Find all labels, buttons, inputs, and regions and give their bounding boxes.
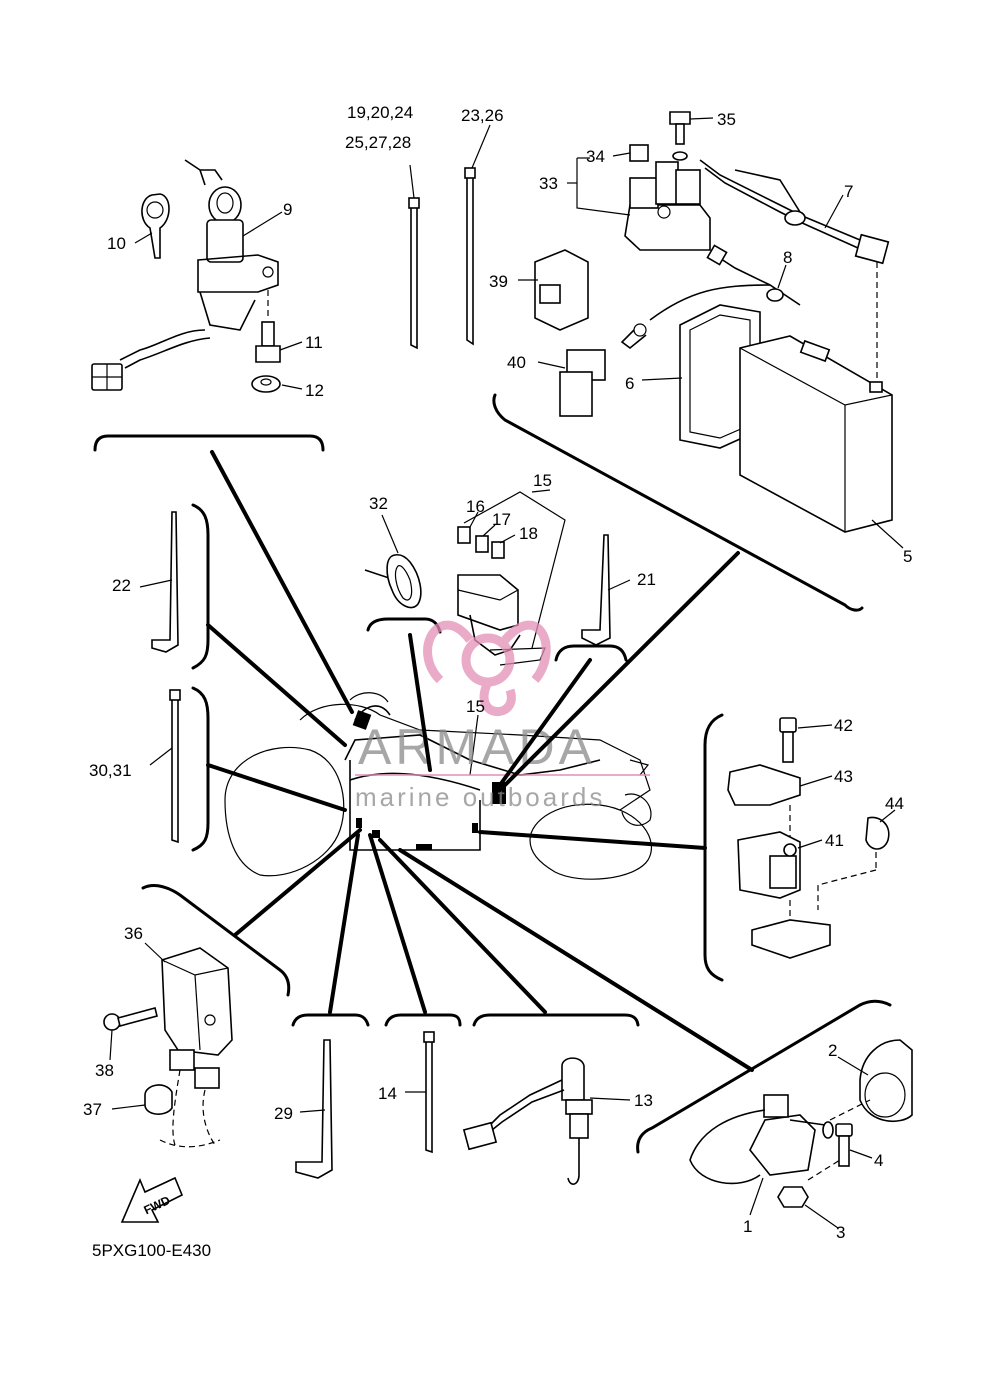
watermark-tagline: marine outboards xyxy=(355,782,605,812)
callout-36: 36 xyxy=(124,924,143,943)
bolt-11 xyxy=(255,321,281,363)
callout-15-top: 15 xyxy=(533,471,552,490)
callout-30: 30,31 xyxy=(89,761,132,780)
callout-17: 17 xyxy=(492,510,511,529)
leader-lines xyxy=(206,450,754,1072)
relay-40 xyxy=(559,349,606,417)
callout-41: 41 xyxy=(825,831,844,850)
callout-37: 37 xyxy=(83,1100,102,1119)
relay-39 xyxy=(534,249,589,331)
clip-32 xyxy=(364,514,442,634)
callout-32: 32 xyxy=(369,494,388,513)
callout-15-mid: 15 xyxy=(466,697,485,716)
vehicle-outline xyxy=(224,692,653,880)
callout-12: 12 xyxy=(305,381,324,400)
callout-21: 21 xyxy=(637,570,656,589)
callout-8: 8 xyxy=(783,248,792,267)
callout-33: 33 xyxy=(539,174,558,193)
callout-35: 35 xyxy=(717,110,736,129)
battery-group xyxy=(492,111,904,612)
cdi-unit-36 xyxy=(103,884,291,1148)
cable-tie-23 xyxy=(464,124,491,346)
cable-tie-22 xyxy=(139,503,210,670)
cable-tie-30 xyxy=(149,686,210,852)
grommet-12 xyxy=(251,375,281,393)
key-10 xyxy=(141,193,170,259)
callout-42: 42 xyxy=(834,716,853,735)
callout-44: 44 xyxy=(885,794,904,813)
callout-2: 2 xyxy=(828,1041,837,1060)
callout-34: 34 xyxy=(586,147,605,166)
main-switch-9 xyxy=(91,159,279,391)
callout-3: 3 xyxy=(836,1223,845,1242)
callout-6: 6 xyxy=(625,374,634,393)
callout-18: 18 xyxy=(519,524,538,543)
watermark-logo xyxy=(423,620,551,716)
callout-7: 7 xyxy=(844,182,853,201)
callout-22: 22 xyxy=(112,576,131,595)
callout-23: 23,26 xyxy=(461,106,504,125)
bolt-35 xyxy=(669,111,691,161)
cable-tie-14 xyxy=(384,1013,462,1154)
cable-tie-29 xyxy=(291,1013,370,1179)
diagram-code: 5PXG100-E430 xyxy=(92,1241,211,1260)
fwd-arrow: FWD xyxy=(120,1176,184,1223)
callout-10: 10 xyxy=(107,234,126,253)
fuse-34 xyxy=(629,144,649,162)
callout-43: 43 xyxy=(834,767,853,786)
starter-relay-33 xyxy=(624,161,711,251)
callout-25: 25,27,28 xyxy=(345,133,411,152)
fuse-16 xyxy=(457,526,471,544)
callout-40: 40 xyxy=(507,353,526,372)
callout-19: 19,20,24 xyxy=(347,103,413,122)
callout-29: 29 xyxy=(274,1104,293,1123)
battery-lead-7 xyxy=(699,159,890,265)
main-switch-group xyxy=(91,159,325,452)
callout-11: 11 xyxy=(305,333,323,352)
fuse-17 xyxy=(475,535,489,553)
callout-labels: 1 2 3 4 5 6 7 8 9 10 11 12 13 14 15 15 1… xyxy=(83,103,912,1242)
sensor-1-group xyxy=(636,999,913,1229)
switch-13 xyxy=(462,1013,640,1185)
callout-39: 39 xyxy=(489,272,508,291)
watermark-brand: ARMADA xyxy=(358,719,596,775)
callout-5: 5 xyxy=(903,547,912,566)
fuse-18 xyxy=(491,541,505,559)
callout-9: 9 xyxy=(283,200,292,219)
battery-lead-8 xyxy=(620,244,801,350)
callout-13: 13 xyxy=(634,1091,653,1110)
cable-tie-21 xyxy=(554,534,631,662)
fuse-box-15 xyxy=(457,489,566,666)
cable-tie-19 xyxy=(408,164,420,350)
sensor-41-group xyxy=(703,713,896,982)
callout-16: 16 xyxy=(466,497,485,516)
callout-4: 4 xyxy=(874,1151,883,1170)
battery-5 xyxy=(739,335,893,533)
callout-38: 38 xyxy=(95,1061,114,1080)
callout-1: 1 xyxy=(743,1217,752,1236)
callout-14: 14 xyxy=(378,1084,397,1103)
